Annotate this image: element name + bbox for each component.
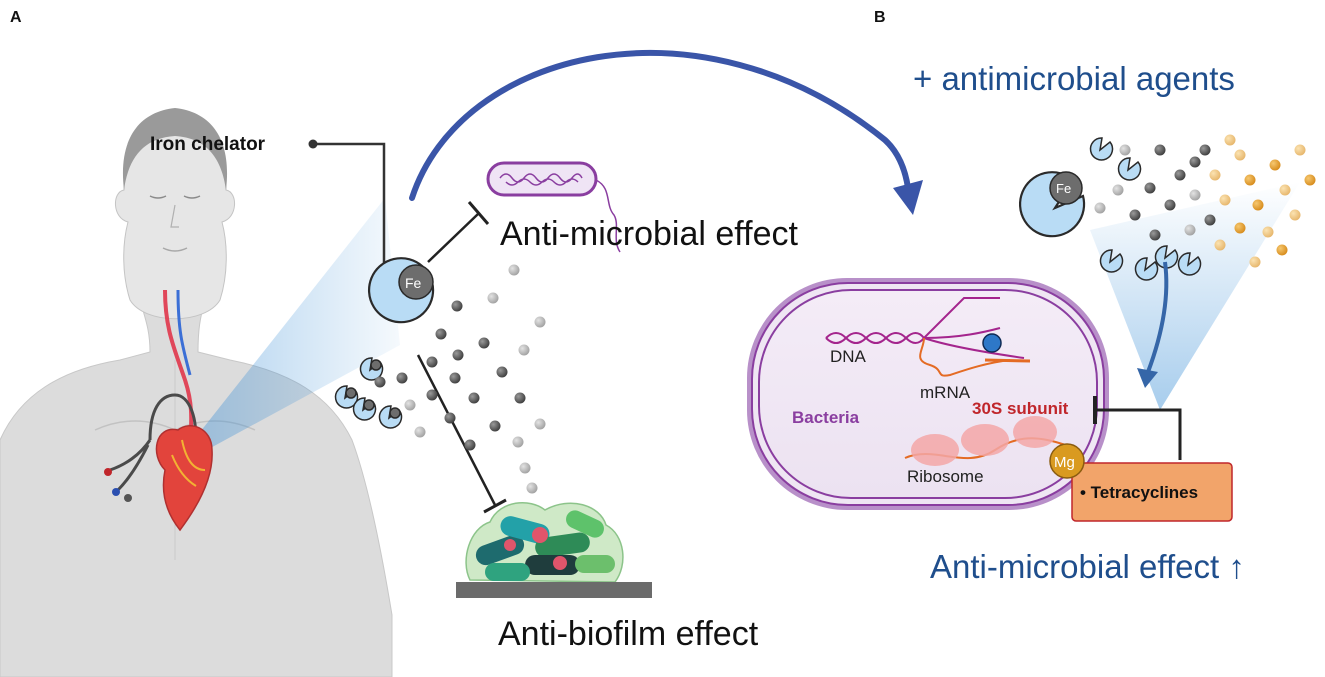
small-chelators-right xyxy=(1089,137,1202,281)
iron-particles-left xyxy=(374,264,546,494)
dna-label: DNA xyxy=(830,347,867,366)
bacteria-label: Bacteria xyxy=(792,408,860,427)
biofilm-icon xyxy=(465,502,624,583)
ribosome-label: Ribosome xyxy=(907,467,984,486)
catheter-and-heart xyxy=(104,289,213,532)
antimicrobial-agents-label: + antimicrobial agents xyxy=(913,60,1235,97)
zoom-cone-left xyxy=(170,198,400,470)
iron-chelator-label: Iron chelator xyxy=(150,134,266,155)
fe-label-right: Fe xyxy=(1056,181,1071,196)
panel-label-a: A xyxy=(10,9,22,26)
particles-right xyxy=(1094,134,1316,268)
agent-entry-arrow xyxy=(1146,261,1169,373)
bacterial-cell xyxy=(747,278,1109,510)
mrna-strand xyxy=(919,337,1011,377)
inhibition-bar-microbe xyxy=(467,201,490,225)
transition-arrowhead xyxy=(893,180,923,215)
chelator-fe-complex-left: Fe xyxy=(368,257,435,324)
zoom-cone-right xyxy=(1090,182,1300,410)
inhibition-line-microbe xyxy=(427,213,479,263)
transition-arrow xyxy=(409,50,911,201)
antibiofilm-effect-label: Anti-biofilm effect xyxy=(498,615,759,653)
mg-label: Mg xyxy=(1054,454,1075,471)
mrna-label: mRNA xyxy=(920,383,971,402)
antimicrobial-effect-label-right: Anti-microbial effect ↑ xyxy=(930,548,1245,585)
dna-helix xyxy=(825,297,1025,359)
antimicrobial-effect-label-left: Anti-microbial effect xyxy=(500,215,798,253)
human-body-illustration xyxy=(0,108,393,677)
iron-chelator-connector xyxy=(313,142,386,275)
biofilm-surface xyxy=(456,582,652,598)
mrna-tail xyxy=(984,358,1031,363)
tetracyclines-label: • Tetracyclines xyxy=(1080,483,1198,502)
chelator-fe-complex-right: Fe xyxy=(1019,171,1086,238)
agent-entry-arrowhead xyxy=(1137,368,1158,388)
microbe-cell-icon xyxy=(486,161,621,253)
ribosome-group xyxy=(904,416,1076,466)
rna-polymerase xyxy=(982,333,1002,353)
panel-label-b: B xyxy=(874,9,886,26)
fe-label-left: Fe xyxy=(405,275,422,291)
30s-subunit-label: 30S subunit xyxy=(972,399,1069,418)
mg-ion xyxy=(1049,443,1085,479)
inhibition-line-30s xyxy=(1095,408,1182,460)
small-chelators-left xyxy=(334,357,403,429)
inhibition-bar-biofilm xyxy=(483,498,507,514)
inhibition-line-biofilm xyxy=(416,354,497,506)
tetracyclines-box xyxy=(1071,462,1233,522)
